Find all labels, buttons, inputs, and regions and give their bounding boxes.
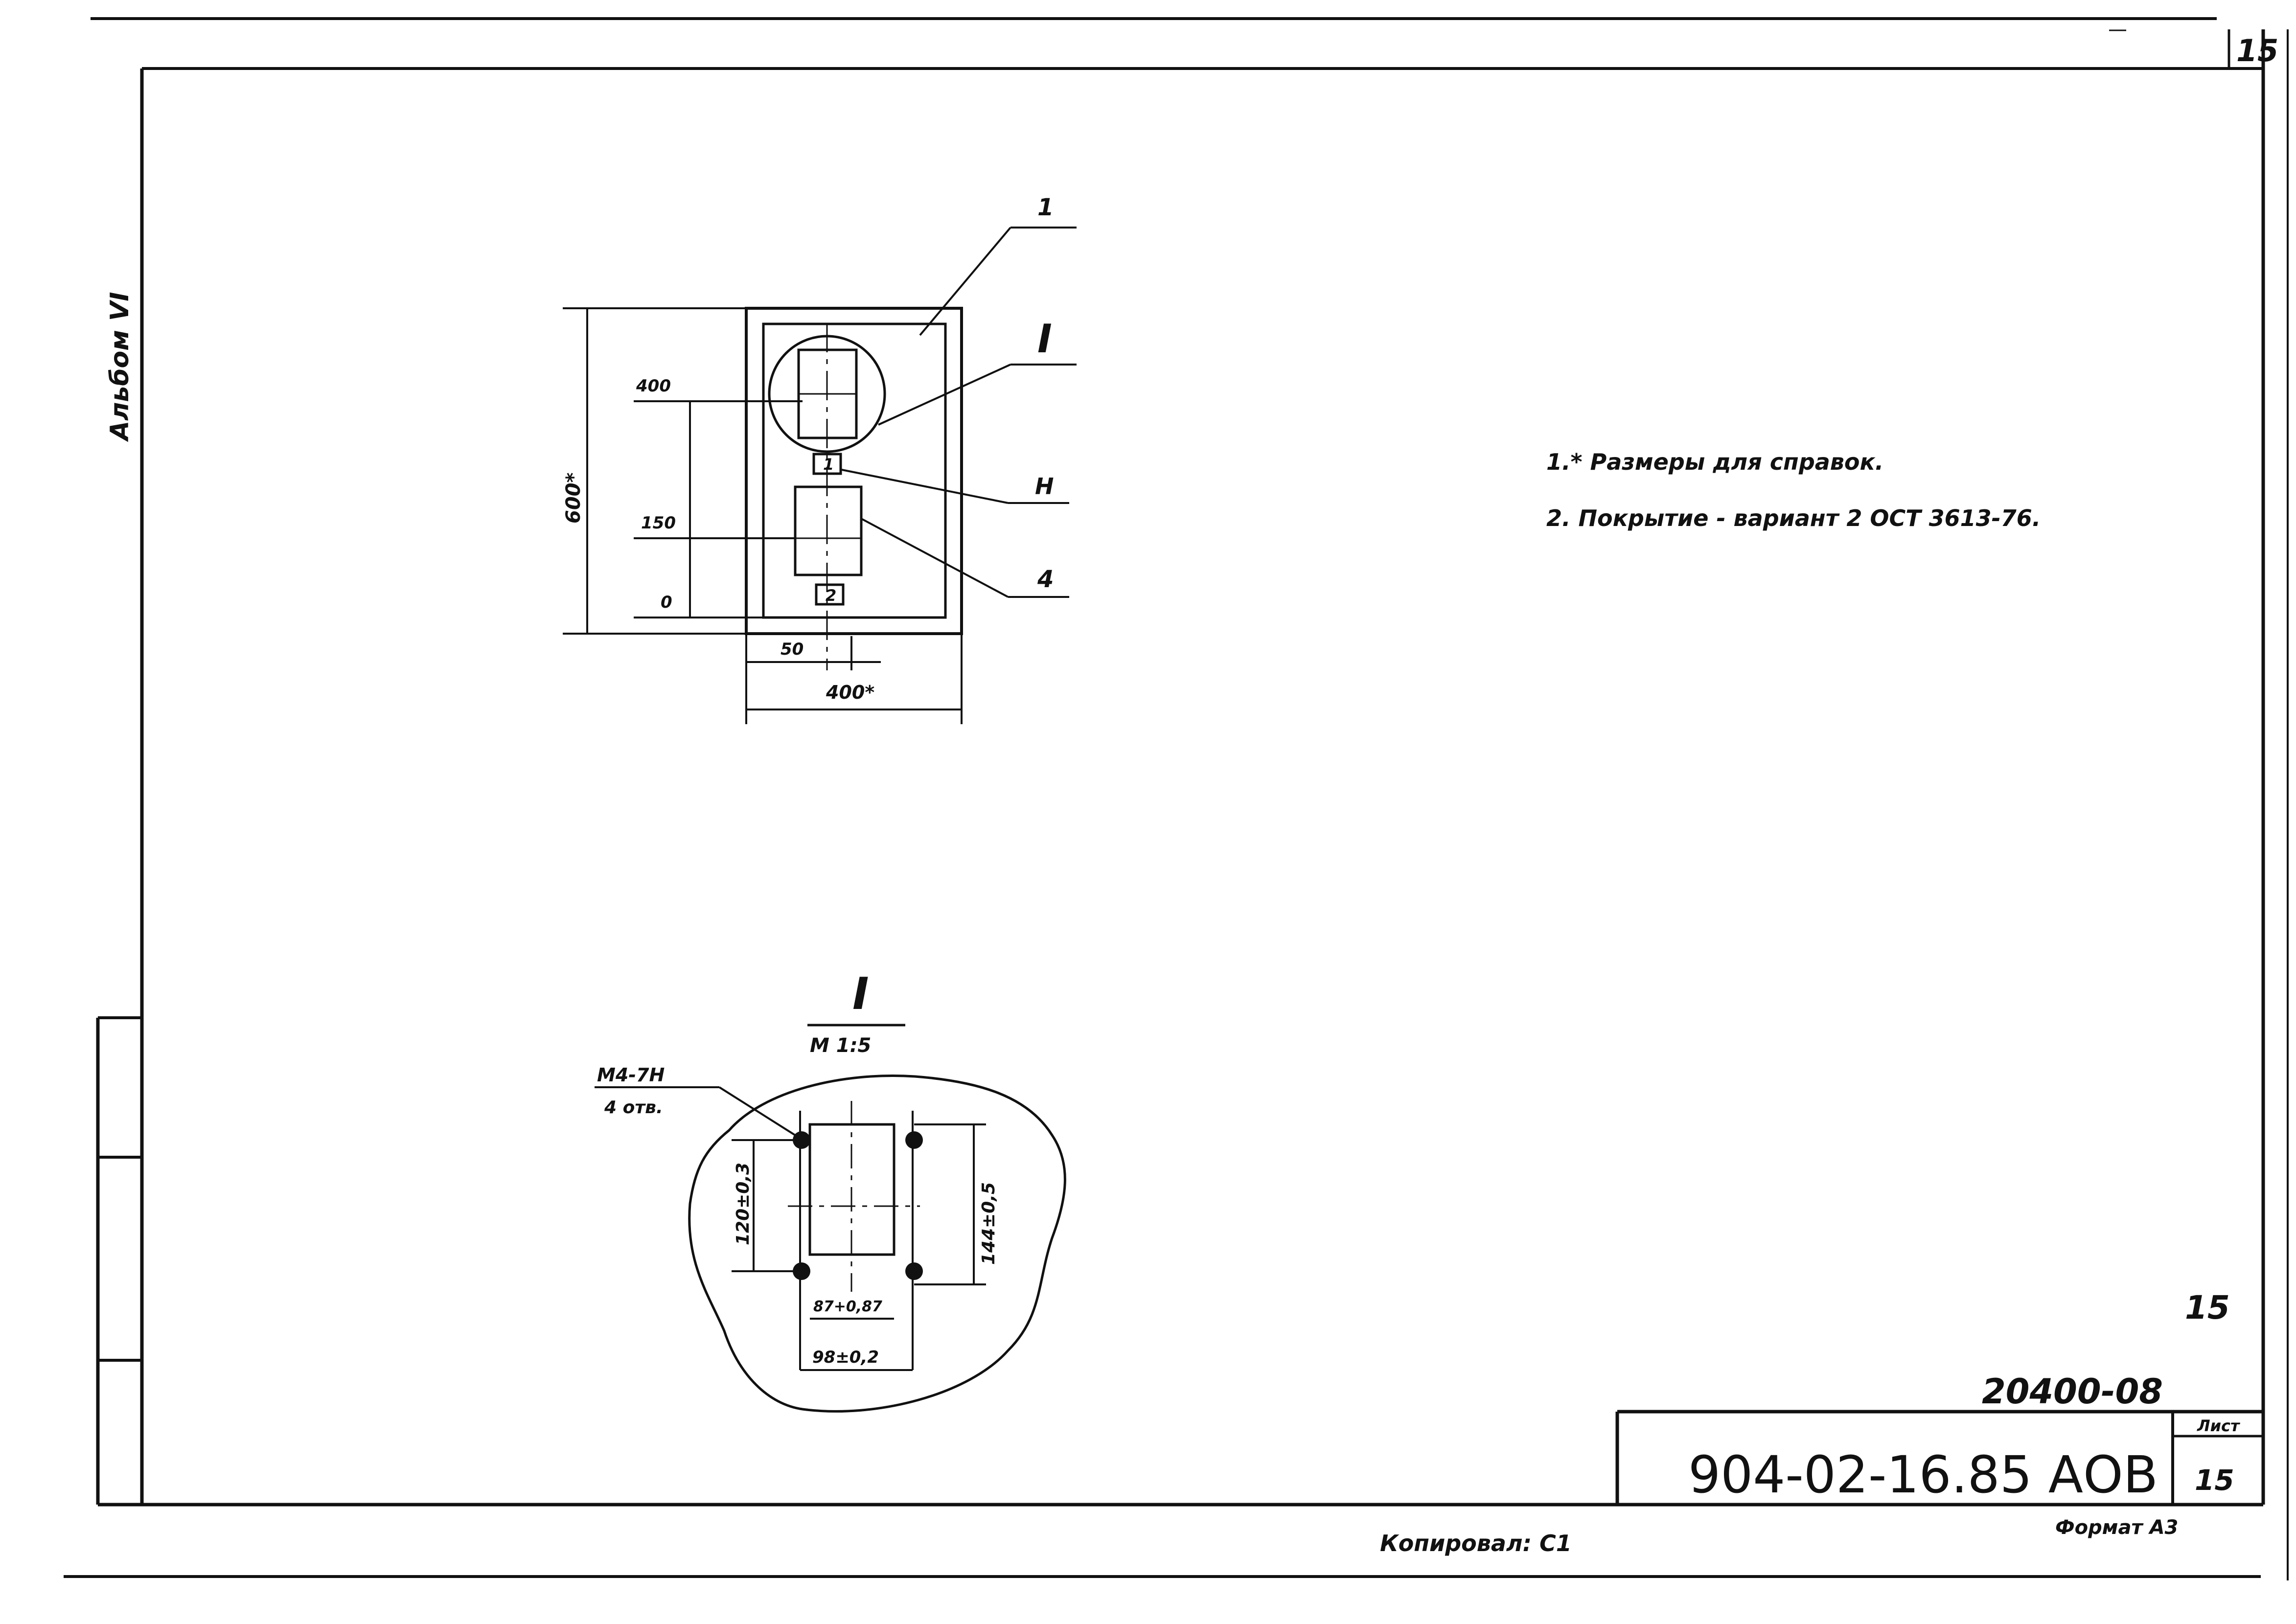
format-label: Формат А3	[2055, 1516, 2178, 1539]
dim-0: 0	[661, 593, 672, 612]
bottom-box-number: 2	[826, 586, 836, 605]
nameplate-number: 1	[823, 455, 834, 474]
sheet-frame	[64, 17, 2289, 1580]
thread-leader	[718, 1086, 796, 1136]
leader-1	[919, 227, 1011, 336]
sheet-number-right: 15	[2185, 1289, 2230, 1327]
dim-144: 144±0,5	[979, 1182, 999, 1265]
sheet-label: Лист	[2197, 1417, 2241, 1435]
break-outline	[688, 1074, 1066, 1413]
note-2: 2. Покрытие - вариант 2 ОСТ 3613-76.	[1546, 505, 2041, 531]
thread-label: М4-7Н	[597, 1064, 665, 1086]
cabinet-outline	[745, 307, 963, 635]
mount-hole	[905, 1131, 923, 1149]
callout-I: I	[1037, 316, 1052, 362]
lower-panel	[794, 485, 863, 576]
dim-120: 120±0,3	[733, 1163, 753, 1245]
bottom-box	[815, 583, 845, 606]
dim-50: 50	[781, 640, 804, 659]
document-code: 904-02-16.85 АОВ	[1688, 1445, 2158, 1505]
leader-4	[861, 518, 1009, 598]
detail-scale: М 1:5	[810, 1034, 871, 1057]
detail-view: I М 1:5 120±0,3 144±0,5 87+0,87 98±0,2	[595, 968, 1066, 1413]
page-number: 15	[2236, 33, 2278, 69]
callout-H: H	[1035, 473, 1054, 500]
dim-98: 98±0,2	[812, 1348, 879, 1367]
dim-87: 87+0,87	[813, 1298, 882, 1315]
holes-label: 4 отв.	[604, 1098, 663, 1118]
sheet-value: 15	[2195, 1464, 2234, 1497]
title-block: 15 20400-08 904-02-16.85 АОВ Лист 15 Фор…	[1380, 1289, 2263, 1556]
mount-hole	[905, 1262, 923, 1280]
copied-by: Копировал: С1	[1380, 1530, 1572, 1556]
detail-title: I	[852, 968, 869, 1020]
cabinet-inner-outline	[762, 322, 947, 619]
callout-4: 4	[1037, 566, 1054, 593]
dim-600: 600*	[562, 473, 585, 524]
dim-150: 150	[641, 513, 676, 533]
callout-1: 1	[1037, 194, 1054, 221]
main-view: 1 2 400 150 0 600* 50 400* 1	[562, 194, 1077, 724]
dim-400-width: 400*	[826, 682, 874, 703]
album-label: Альбом VI	[105, 292, 135, 442]
note-1: 1.* Размеры для справок.	[1546, 449, 1883, 475]
dim-400: 400	[636, 376, 671, 396]
handwritten-code: 20400-08	[1982, 1372, 2163, 1412]
leader-I	[878, 364, 1011, 426]
leader-H	[841, 469, 1009, 504]
